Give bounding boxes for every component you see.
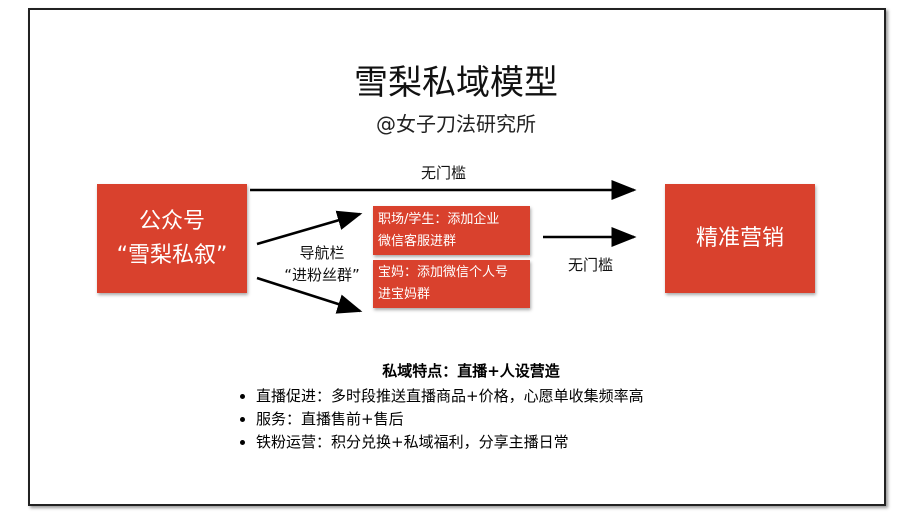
nav-label-line: “进粉丝群” — [284, 266, 360, 284]
precision-marketing-box: 精准营销 — [665, 184, 815, 293]
nav-label: 导航栏 “进粉丝群” — [277, 242, 367, 286]
nav-label-line: 导航栏 — [299, 244, 345, 262]
feature-item: 直播促进：多时段推送直播商品+价格，心愿单收集频率高 — [256, 385, 912, 408]
arrow-to-branch-2 — [256, 276, 363, 314]
box-line: 宝妈：添加微信个人号 — [378, 265, 509, 280]
features-heading: 私域特点：直播+人设营造 — [382, 362, 560, 380]
features-list: 直播促进：多时段推送直播商品+价格，心愿单收集频率高 服务：直播售前+售后 铁粉… — [238, 385, 912, 454]
branch-box-mom: 宝妈：添加微信个人号 进宝妈群 — [373, 260, 530, 308]
feature-item: 铁粉运营：积分兑换+私域福利，分享主播日常 — [256, 431, 912, 454]
box-line: 微信客服进群 — [378, 233, 457, 249]
top-arrow-label: 无门槛 — [421, 164, 467, 182]
slide-subtitle: @女子刀法研究所 — [376, 112, 536, 136]
box-line: “雪梨私叙” — [116, 242, 228, 268]
features-section: 私域特点：直播+人设营造 直播促进：多时段推送直播商品+价格，心愿单收集频率高 … — [0, 360, 912, 454]
official-account-box: 公众号 “雪梨私叙” — [97, 184, 247, 293]
slide-title: 雪梨私域模型 — [354, 63, 558, 103]
box-line: 职场/学生：添加企业 — [378, 211, 500, 227]
branch-box-workplace: 职场/学生：添加企业 微信客服进群 — [373, 206, 530, 255]
box-line: 进宝妈群 — [378, 287, 431, 302]
box-line: 公众号 — [138, 208, 205, 234]
mid-arrow-label: 无门槛 — [568, 256, 614, 274]
box-line: 精准营销 — [695, 225, 784, 251]
arrow-to-branch-1 — [256, 210, 363, 246]
feature-item: 服务：直播售前+售后 — [256, 408, 912, 431]
